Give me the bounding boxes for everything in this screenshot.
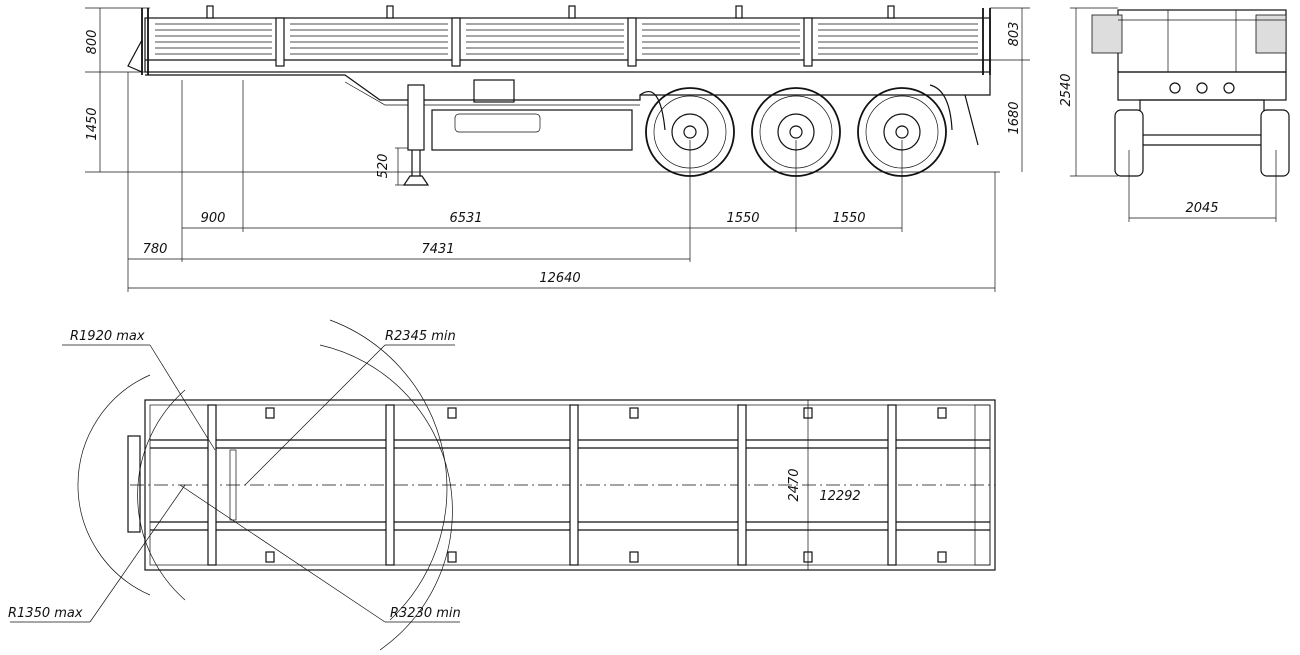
stake-posts bbox=[275, 17, 813, 67]
rear-view: 2540 2045 bbox=[1059, 7, 1290, 222]
rear-wheel-right bbox=[1260, 109, 1290, 177]
radius-label-r3230: R3230 min bbox=[390, 606, 461, 621]
radius-label-r1350: R1350 max bbox=[8, 606, 83, 621]
plan-view: R1920 max R2345 min R1350 max R3230 min … bbox=[8, 319, 996, 651]
chassis-frame bbox=[145, 74, 991, 101]
side-dim-lines bbox=[85, 7, 1030, 292]
dim-6531: 6531 bbox=[449, 211, 482, 226]
dim-kingpin: 520 bbox=[376, 154, 391, 179]
side-view: 800 1450 520 803 1680 900 6531 1550 1550… bbox=[85, 5, 1030, 292]
dim-track: 2045 bbox=[1185, 201, 1218, 216]
dim-1550-a: 1550 bbox=[726, 211, 759, 226]
dim-plan-length: 12292 bbox=[819, 489, 860, 504]
dim-rear-height: 1680 bbox=[1007, 101, 1022, 134]
dim-1550-b: 1550 bbox=[832, 211, 865, 226]
dim-rear-total-height: 2540 bbox=[1059, 73, 1074, 106]
dim-frame-height: 1450 bbox=[85, 107, 100, 140]
post-knobs bbox=[206, 5, 895, 19]
dim-780: 780 bbox=[143, 242, 168, 257]
side-body bbox=[144, 17, 991, 73]
radius-label-r2345: R2345 min bbox=[385, 329, 456, 344]
dim-900: 900 bbox=[201, 211, 226, 226]
dim-rear-wall: 803 bbox=[1007, 22, 1022, 47]
dim-plan-width: 2470 bbox=[787, 468, 802, 501]
dim-side-wall: 800 bbox=[85, 30, 100, 55]
turning-radius-arcs bbox=[77, 319, 453, 651]
radius-label-r1920: R1920 max bbox=[70, 329, 145, 344]
side-panels bbox=[155, 23, 978, 55]
dim-12640: 12640 bbox=[539, 271, 580, 286]
cross-members bbox=[207, 404, 897, 566]
landing-gear bbox=[402, 84, 430, 186]
dim-7431: 7431 bbox=[421, 242, 454, 257]
side-tank bbox=[431, 109, 633, 151]
